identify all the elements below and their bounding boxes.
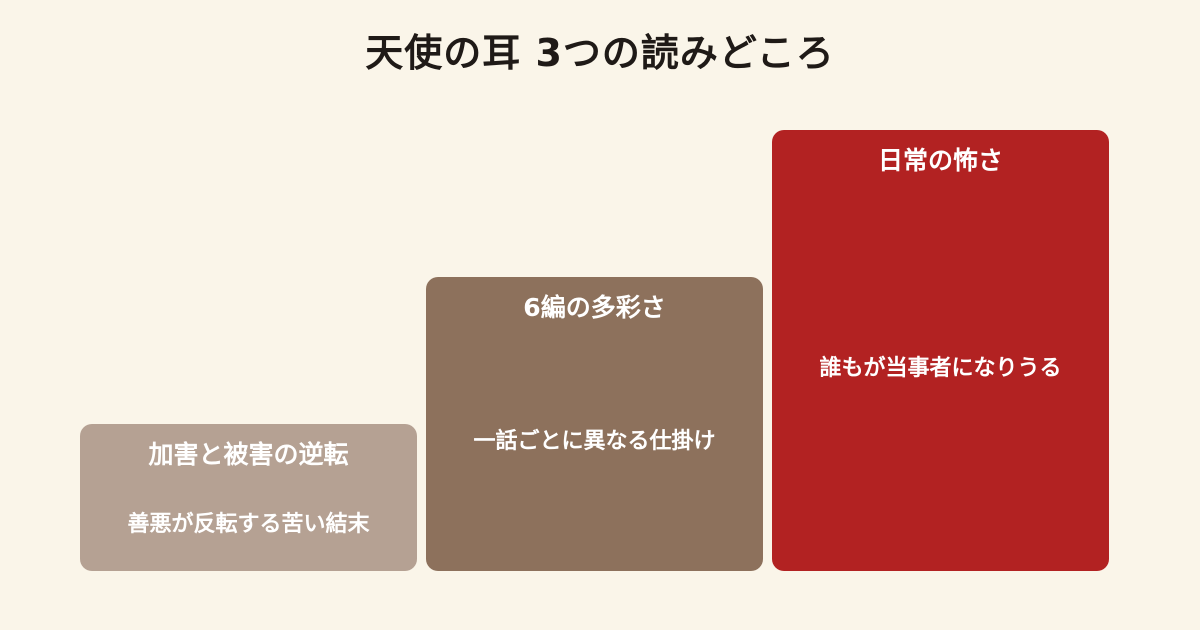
step-description: 一話ごとに異なる仕掛け xyxy=(473,429,716,454)
step-heading: 加害と被害の逆転 xyxy=(148,440,349,469)
step-heading: 日常の怖さ xyxy=(877,146,1003,175)
step-block-1: 加害と被害の逆転 善悪が反転する苦い結末 xyxy=(80,424,417,571)
step-heading: 6編の多彩さ xyxy=(523,293,666,322)
step-block-3: 日常の怖さ 誰もが当事者になりうる xyxy=(772,130,1109,571)
step-description: 誰もが当事者になりうる xyxy=(819,356,1062,381)
page-title: 天使の耳 3つの読みどころ xyxy=(365,31,835,75)
step-block-2: 6編の多彩さ 一話ごとに異なる仕掛け xyxy=(426,277,763,571)
step-description: 善悪が反転する苦い結末 xyxy=(127,512,370,537)
